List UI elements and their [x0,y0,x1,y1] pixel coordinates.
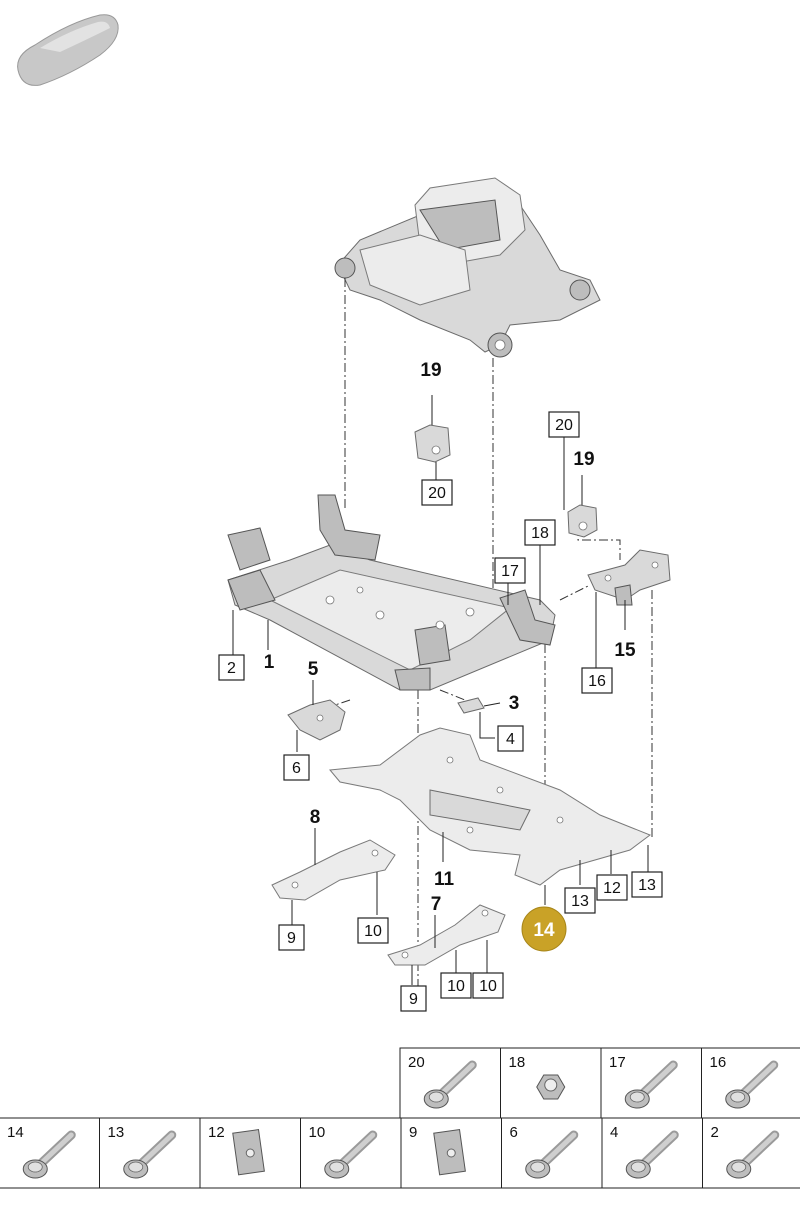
fastener-label: 18 [509,1054,526,1071]
callout-box-4: 4 [497,725,524,752]
svg-text:16: 16 [588,673,606,690]
callout-15: 15 [614,640,636,661]
svg-text:17: 17 [501,563,519,580]
callout-19: 19 [420,360,441,381]
callout-box-20: 20 [421,479,453,506]
fastener-cell[interactable]: 20 [399,1047,501,1119]
svg-text:12: 12 [603,880,621,897]
reinforcement-plate-illustration [387,904,506,966]
clip-nut-icon [232,1129,265,1176]
fastener-cell[interactable]: 4 [601,1117,703,1189]
svg-text:20: 20 [555,417,573,434]
callout-box-10: 10 [472,972,504,999]
nut-icon [536,1074,566,1100]
fastener-cell[interactable]: 13 [99,1117,201,1189]
callout-box-13: 13 [631,871,663,898]
callout-19: 19 [573,449,594,470]
underbody-panel-illustration [329,727,652,886]
callout-box-9: 9 [400,985,427,1012]
electric-drive-unit-illustration [334,177,601,358]
callout-8: 8 [310,807,321,828]
fastener-cell[interactable]: 12 [199,1117,301,1189]
callout-box-16: 16 [581,667,613,694]
callout-5: 5 [308,659,319,680]
callout-1: 1 [264,652,275,673]
callout-7: 7 [431,894,442,915]
fastener-label: 17 [609,1054,626,1071]
svg-text:18: 18 [531,525,549,542]
svg-text:10: 10 [364,923,382,940]
clip-nut-icon [433,1129,466,1176]
fastener-label: 12 [208,1124,225,1141]
fastener-cell[interactable]: 18 [500,1047,602,1119]
svg-text:10: 10 [479,978,497,995]
callout-box-13: 13 [564,887,596,914]
callout-box-10: 10 [440,972,472,999]
fastener-label: 9 [409,1124,417,1141]
svg-text:13: 13 [571,893,589,910]
fastener-cell[interactable]: 6 [501,1117,603,1189]
svg-text:14: 14 [533,920,555,941]
fastener-label: 13 [108,1124,125,1141]
svg-text:13: 13 [638,877,656,894]
reinforcement-plate-illustration [271,839,396,901]
svg-text:9: 9 [409,991,418,1008]
bolt-icon [624,1060,678,1109]
svg-text:4: 4 [506,731,515,748]
bolt-icon [726,1130,780,1179]
svg-text:9: 9 [287,930,296,947]
clip-illustration [457,697,485,714]
engine-mount-illustration [414,424,451,463]
bolt-icon [725,1060,779,1109]
fastener-cell[interactable]: 17 [600,1047,702,1119]
bolt-icon [423,1060,477,1109]
fastener-label: 16 [710,1054,727,1071]
fastener-cell[interactable]: 16 [701,1047,800,1119]
fastener-label: 2 [711,1124,719,1141]
bolt-icon [22,1130,76,1179]
callout-3: 3 [509,693,520,714]
fastener-cell[interactable]: 14 [0,1117,100,1189]
callout-box-10: 10 [357,917,389,944]
fastener-label: 4 [610,1124,618,1141]
fastener-table: 20 18 17 16 14 13 12 10 9 6 4 2 [0,1047,800,1189]
fastener-cell[interactable]: 9 [400,1117,502,1189]
mount-bracket-illustration [587,549,671,606]
callout-11: 11 [434,869,455,890]
fastener-label: 6 [510,1124,518,1141]
fastener-label: 20 [408,1054,425,1071]
svg-text:2: 2 [227,660,236,677]
fastener-label: 14 [7,1124,24,1141]
callout-box-20: 20 [548,411,580,438]
callout-box-9: 9 [278,924,305,951]
callout-box-12: 12 [596,874,628,901]
engine-mount-illustration [567,504,598,538]
fastener-cell[interactable]: 2 [702,1117,800,1189]
bolt-icon [625,1130,679,1179]
svg-text:10: 10 [447,978,465,995]
bolt-icon [525,1130,579,1179]
callout-14-highlight[interactable]: 14 [521,906,567,952]
bolt-icon [123,1130,177,1179]
fastener-cell[interactable]: 10 [300,1117,402,1189]
vehicle-thumbnail-icon [17,14,119,86]
callout-box-17: 17 [494,557,526,584]
svg-text:20: 20 [428,485,446,502]
callout-box-2: 2 [218,654,245,681]
callout-box-6: 6 [283,754,310,781]
bolt-icon [324,1130,378,1179]
front-subframe-illustration [227,494,556,691]
svg-text:6: 6 [292,760,301,777]
callout-box-18: 18 [524,519,556,546]
fastener-label: 10 [309,1124,326,1141]
